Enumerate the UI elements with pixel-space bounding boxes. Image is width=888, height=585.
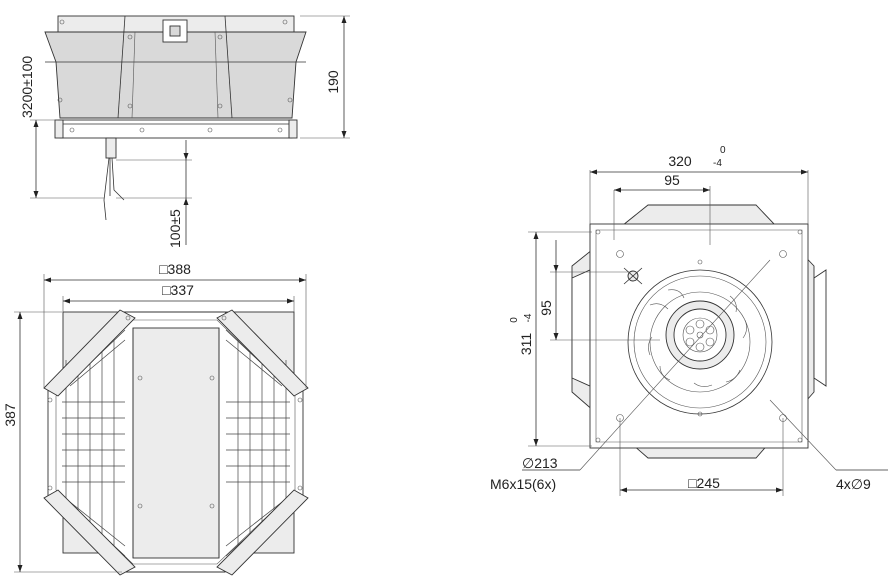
dim-cable-length: 3200±100 <box>19 56 35 118</box>
dim-cable-end: 100±5 <box>167 209 183 248</box>
center-strip <box>132 327 220 559</box>
dim-outer-square: □388 <box>159 261 191 277</box>
cable-gland <box>105 137 117 159</box>
cable <box>103 157 125 221</box>
dim-side-height: 190 <box>325 70 341 94</box>
dim-plate-height: 311 <box>518 333 534 356</box>
dim-plate-width: 320 <box>668 153 692 169</box>
base-flange <box>59 119 293 139</box>
dim-plate-width-tol-lower: -4 <box>713 158 722 169</box>
dim-plate-height-tol-lower: -4 <box>523 313 534 322</box>
dim-holes: 4x∅9 <box>836 476 871 492</box>
side-view: 190 3200±100 100±5 <box>19 15 350 248</box>
dim-hole-circle: ∅213 <box>522 455 558 471</box>
impeller-ring <box>627 269 773 415</box>
dim-plate-height-tol-upper: 0 <box>509 317 520 323</box>
dim-bolt-square: □245 <box>688 475 720 491</box>
dim-plate-width-tol-upper: 0 <box>720 145 726 156</box>
fan-housing <box>44 31 307 119</box>
dim-inner-square: □337 <box>162 282 194 298</box>
dim-offset-top: 95 <box>664 172 680 188</box>
rotation-arrow <box>623 267 643 285</box>
top-view: □388 □337 387 <box>2 261 309 576</box>
dim-depth: 387 <box>2 403 18 427</box>
dim-offset-side: 95 <box>538 300 554 316</box>
bottom-view: 320 0 -4 95 311 0 -4 95 ∅213 M6x15(6x) 4… <box>490 145 888 496</box>
dim-thread: M6x15(6x) <box>490 476 556 492</box>
